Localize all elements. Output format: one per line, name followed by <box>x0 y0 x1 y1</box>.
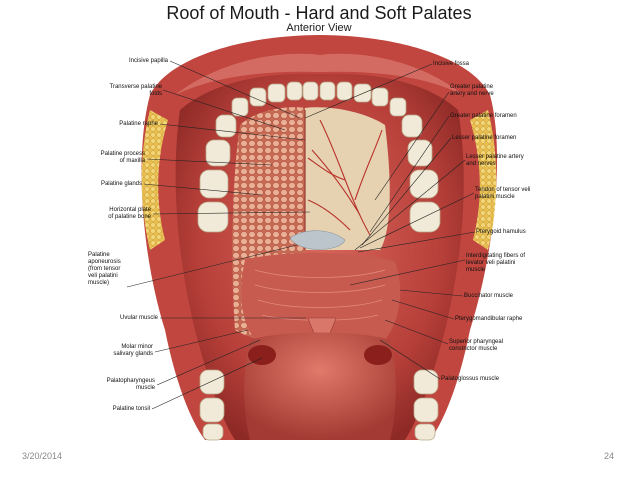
label-incisive-fossa: Incisive fossa <box>433 61 470 67</box>
label-greater-palatine-artery-and-nerve: Greater palatine artery and nerve <box>450 84 494 97</box>
right-leader-lines <box>304 63 476 380</box>
label-palatine-process-of-maxilla: Palatine process of maxilla <box>100 151 145 164</box>
label-palatine-raphe: Palatine raphe <box>119 121 158 127</box>
lower-teeth <box>199 369 439 441</box>
label-uvular-muscle: Uvular muscle <box>119 315 158 321</box>
label-superior-pharyngeal-constrictor-muscle: Superior pharyngeal constrictor muscle <box>449 339 504 352</box>
right-tonsil <box>364 345 392 365</box>
label-pterygomandibular-raphe: Pterygomandibular raphe <box>455 316 523 322</box>
label-greater-palatine-foramen: Greater palatine foramen <box>450 113 517 119</box>
label-palatine-aponeurosis: Palatine aponeurosis (from tensor veli p… <box>88 252 121 286</box>
slide-subtitle: Anterior View <box>286 22 352 34</box>
label-tendon-of-tensor-veli-palatini: Tendon of tensor veli palatini muscle <box>475 187 531 200</box>
left-leader-lines <box>126 60 311 410</box>
label-lesser-palatine-artery-and-nerves: Lesser palatine artery and nerves <box>466 154 524 167</box>
left-tonsil <box>248 345 276 365</box>
footer-page-number: 24 <box>603 451 614 461</box>
oropharynx <box>244 332 396 440</box>
label-molar-minor-salivary-glands: Molar minor salivary glands <box>113 344 153 357</box>
label-palatopharyngeus-muscle: Palatopharyngeus muscle <box>106 378 155 391</box>
slide-title: Roof of Mouth - Hard and Soft Palates <box>166 3 472 23</box>
palatine-bone-area <box>305 107 390 250</box>
label-lesser-palatine-foramen: Lesser palatine foramen <box>452 135 517 141</box>
label-horizontal-plate-of-palatine-bone: Horizontal plate of palatine bone <box>108 207 151 220</box>
label-transverse-palatine-folds: Transverse palatine folds <box>109 84 162 97</box>
label-buccinator-muscle: Buccinator muscle <box>464 293 514 299</box>
label-interdigitating-fibers-levator-veli-palatini: Interdigitating fibers of levator veli p… <box>466 253 526 273</box>
greater-palatine-vessels <box>307 119 383 236</box>
palatine-aponeurosis <box>289 230 346 250</box>
label-palatine-glands: Palatine glands <box>100 181 142 187</box>
label-palatoglossus-muscle: Palatoglossus muscle <box>441 376 500 382</box>
label-pterygoid-hamulus: Pterygoid hamulus <box>476 229 526 235</box>
upper-lip <box>175 53 463 95</box>
right-buccal-fat <box>470 110 497 250</box>
left-buccal-fat <box>141 110 168 250</box>
label-incisive-papilla: Incisive papilla <box>128 58 168 64</box>
footer-date: 3/20/2014 <box>22 451 63 461</box>
upper-teeth <box>197 81 441 233</box>
label-palatine-tonsil: Palatine tonsil <box>112 406 150 412</box>
